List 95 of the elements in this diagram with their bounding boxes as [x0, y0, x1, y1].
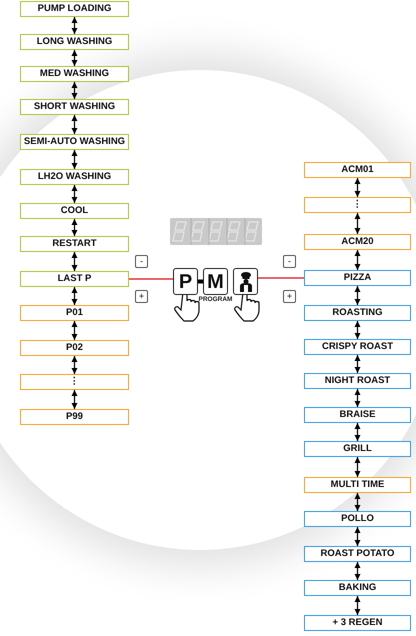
program-name: LONG WASHING	[36, 37, 112, 47]
program-name: ⋮	[70, 377, 80, 387]
program-box	[20, 66, 129, 82]
program-name: MULTI TIME	[330, 480, 384, 490]
program-box	[304, 305, 411, 321]
double-arrow	[354, 493, 360, 511]
program-box	[304, 373, 411, 389]
button-label: -	[288, 257, 291, 266]
program-name: COOL	[60, 206, 88, 216]
program-name: BAKING	[338, 583, 376, 593]
program-name: P02	[66, 343, 83, 353]
program-box	[304, 162, 411, 178]
button-label: +	[138, 292, 144, 301]
program-name: LAST P	[58, 274, 92, 284]
double-arrow	[72, 115, 78, 134]
button-label: -	[140, 257, 143, 266]
plus-button	[135, 290, 148, 303]
program-box	[20, 271, 129, 287]
program-name: NIGHT ROAST	[324, 376, 390, 386]
program-box	[304, 580, 411, 596]
program-name: ⋮	[352, 200, 362, 210]
button-label: +	[286, 292, 292, 301]
program-name: ROAST POTATO	[320, 549, 394, 559]
program-box	[304, 270, 411, 286]
program-box	[20, 203, 129, 219]
double-arrow	[72, 321, 78, 340]
connector-line	[198, 280, 203, 284]
double-arrow	[72, 287, 78, 305]
program-name: SHORT WASHING	[34, 102, 116, 112]
program-name: POLLO	[341, 514, 374, 524]
program-name: GRILL	[343, 444, 372, 454]
program-box	[304, 546, 411, 562]
program-name: ACM01	[341, 165, 374, 175]
double-arrow	[72, 82, 78, 99]
double-arrow	[354, 250, 360, 270]
key-button	[233, 268, 258, 295]
program-box	[20, 340, 129, 356]
program-name: SEMI-AUTO WASHING	[24, 137, 126, 147]
program-box	[20, 374, 129, 390]
program-box	[304, 407, 411, 423]
plus-button	[283, 290, 296, 303]
connector-line	[129, 278, 173, 280]
double-arrow	[72, 390, 78, 409]
program-box	[20, 99, 129, 115]
program-box	[20, 305, 129, 321]
button-label: P	[178, 272, 192, 292]
program-name: PIZZA	[344, 273, 372, 283]
program-name: PUMP LOADING	[38, 4, 112, 14]
double-arrow	[354, 562, 360, 580]
program-box	[304, 615, 411, 631]
double-arrow	[72, 219, 78, 236]
double-arrow	[72, 185, 78, 203]
program-name: ACM20	[341, 237, 374, 247]
program-box	[304, 234, 411, 250]
double-arrow	[72, 150, 78, 169]
double-arrow	[354, 355, 360, 373]
double-arrow	[72, 252, 78, 271]
program-box	[304, 441, 411, 457]
program-box	[20, 409, 129, 425]
program-box	[20, 134, 129, 150]
program-box	[304, 197, 411, 213]
double-arrow	[354, 596, 360, 615]
double-arrow	[354, 213, 360, 234]
program-name: + 3 REGEN	[332, 618, 382, 628]
program-box	[304, 339, 411, 355]
key-button	[203, 268, 228, 295]
double-arrow	[354, 178, 360, 197]
double-arrow	[354, 423, 360, 441]
minus-button	[283, 255, 296, 268]
program-box	[304, 511, 411, 527]
program-name: MED WASHING	[40, 69, 110, 79]
double-arrow	[72, 50, 78, 66]
key-button	[173, 268, 198, 295]
program-box	[304, 477, 411, 493]
program-name: P99	[66, 412, 83, 422]
minus-button	[135, 255, 148, 268]
program-box	[20, 236, 129, 252]
double-arrow	[72, 356, 78, 374]
program-name: P01	[66, 308, 83, 318]
double-arrow	[354, 457, 360, 477]
program-box	[20, 34, 129, 50]
program-name: LH2O WASHING	[38, 172, 112, 182]
connector-line	[258, 277, 304, 279]
program-box	[20, 1, 129, 17]
double-arrow	[354, 321, 360, 339]
double-arrow	[72, 17, 78, 34]
double-arrow	[354, 527, 360, 546]
double-arrow	[354, 286, 360, 305]
program-name: CRISPY ROAST	[322, 342, 394, 352]
program-name: BRAISE	[340, 410, 376, 420]
button-label: M	[207, 272, 224, 292]
program-box	[20, 169, 129, 185]
program-name: ROASTING	[332, 308, 383, 318]
double-arrow	[354, 389, 360, 407]
program-name: RESTART	[52, 239, 97, 249]
